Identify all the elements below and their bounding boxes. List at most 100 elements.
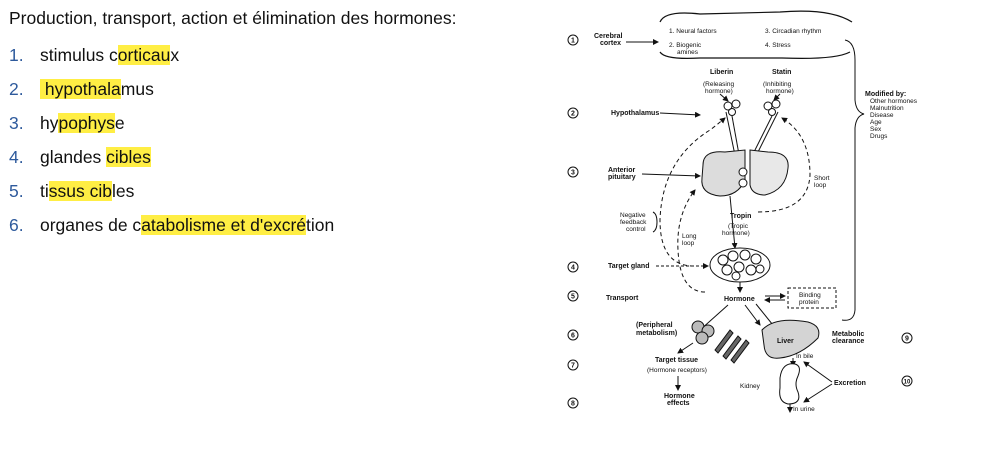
negative-feedback-path <box>677 189 706 293</box>
slide-title: Production, transport, action et élimina… <box>9 8 457 28</box>
modifier-item: Malnutrition <box>870 105 904 112</box>
step-marker-5: 5 <box>567 290 579 302</box>
short-loop-path <box>757 117 811 213</box>
negative-feedback-label-2: feedback <box>620 219 647 226</box>
liberin-sub: (Releasing <box>703 81 734 88</box>
tropin-sub: (Tropic <box>728 223 749 230</box>
svg-text:3: 3 <box>571 170 575 177</box>
list-text: les <box>111 181 135 201</box>
anterior-pituitary <box>701 149 746 197</box>
liver-label: Liver <box>777 338 794 345</box>
cortex-bottom-brace <box>659 51 851 59</box>
modifier-item: Other hormones <box>870 98 918 105</box>
metabolic-clearance-label-2: clearance <box>832 338 864 345</box>
step-marker-10: 10 <box>901 375 913 387</box>
kidney-organ <box>779 363 800 405</box>
step-marker-2: 2 <box>567 107 579 119</box>
list-item: 6.organes de catabolisme et d'excrétion <box>9 208 334 242</box>
modifier-item: Sex <box>870 126 882 133</box>
highlighted-text: hypothala <box>40 79 121 99</box>
stimulus-amines: amines <box>677 49 699 56</box>
hormone-effects-label-2: effects <box>667 400 690 407</box>
svg-text:7: 7 <box>571 363 575 370</box>
list-number: 4. <box>9 147 24 167</box>
svg-text:2: 2 <box>571 111 575 118</box>
highlighted-text: pophys <box>58 113 115 133</box>
peripheral-metabolism-label: (Peripheral <box>636 322 673 329</box>
long-loop-label-2: loop <box>682 240 695 247</box>
binding-protein-box <box>787 287 837 309</box>
list-item: 3.hypophyse <box>9 106 334 140</box>
modifier-item: Drugs <box>870 133 888 140</box>
in-bile-label: In bile <box>796 353 814 360</box>
modifiers-brace <box>841 39 865 321</box>
liver-organ <box>761 319 820 359</box>
liberin-sub-2: hormone) <box>705 88 733 95</box>
binding-protein-label: Binding <box>799 292 821 299</box>
binding-protein-label-2: protein <box>799 299 819 306</box>
anterior-pituitary-label: Anterior <box>608 167 636 174</box>
list-text: ti <box>40 181 49 201</box>
step-marker-3: 3 <box>567 166 579 178</box>
cortex-label-2: cortex <box>600 40 621 47</box>
list-text: x <box>170 45 180 65</box>
step-marker-1: 1 <box>567 34 579 46</box>
hypothalamus-label: Hypothalamus <box>611 110 659 117</box>
stimulus-stress: 4. Stress <box>765 42 791 49</box>
highlighted-text: cibles <box>106 147 151 167</box>
list-item: 2. hypothalamus <box>9 72 334 106</box>
highlighted-text: ssus cib <box>48 181 112 201</box>
step-marker-4: 4 <box>567 261 579 273</box>
hormone-effects-label: Hormone <box>664 393 695 400</box>
svg-text:10: 10 <box>904 380 911 386</box>
long-loop-label: Long <box>682 233 697 240</box>
modifier-item: Age <box>870 119 882 126</box>
svg-text:9: 9 <box>905 336 909 343</box>
list-number: 5. <box>9 181 24 201</box>
list-text: hy <box>40 113 59 133</box>
list-text: tion <box>306 215 335 235</box>
svg-text:6: 6 <box>571 333 575 340</box>
statin-label: Statin <box>772 69 791 76</box>
svg-text:1: 1 <box>571 38 575 45</box>
target-tissue-cells <box>714 329 750 364</box>
list-item: 1. stimulus corticaux <box>9 38 334 72</box>
target-gland-cells <box>709 247 771 283</box>
list-item: 5. tissus cibles <box>9 174 334 208</box>
metabolic-clearance-label: Metabolic <box>832 331 864 338</box>
list-text: stimulus c <box>40 45 118 65</box>
list-text: organes de c <box>40 215 142 235</box>
tropin-label: Tropin <box>730 213 751 220</box>
modifiers-list: Other hormonesMalnutritionDiseaseAgeSexD… <box>870 98 918 140</box>
hormone-receptors-label: (Hormone receptors) <box>647 367 707 374</box>
svg-text:4: 4 <box>571 265 575 272</box>
target-gland-label: Target gland <box>608 263 649 270</box>
list-number: 1. <box>9 45 24 65</box>
stimulus-neural: 1. Neural factors <box>669 28 717 35</box>
highlighted-text: orticau <box>117 45 171 65</box>
peripheral-cells <box>691 320 715 345</box>
posterior-pituitary <box>749 149 789 196</box>
step-marker-6: 6 <box>567 329 579 341</box>
short-loop-label: Short <box>814 175 830 182</box>
list-text: mus <box>120 79 154 99</box>
hormone-pathway-diagram: 1 2 3 4 5 6 7 8 9 10 Cerebral cortex 1. … <box>567 10 918 413</box>
tropin-sub-2: hormone) <box>722 230 750 237</box>
excretion-label: Excretion <box>834 380 866 387</box>
statin-sub-2: hormone) <box>766 88 794 95</box>
step-marker-9: 9 <box>901 332 913 344</box>
modifier-item: Disease <box>870 112 894 119</box>
liberin-label: Liberin <box>710 69 733 76</box>
step-marker-7: 7 <box>567 359 579 371</box>
short-loop-label-2: loop <box>814 182 827 189</box>
anterior-pituitary-label-2: pituitary <box>608 174 636 181</box>
kidney-label: Kidney <box>740 383 761 390</box>
step-marker-8: 8 <box>567 397 579 409</box>
statin-sub: (Inhibiting <box>763 81 792 88</box>
peripheral-metabolism-label-2: metabolism) <box>636 330 677 337</box>
cortex-label: Cerebral <box>594 33 622 40</box>
modified-by-title: Modified by: <box>865 91 906 98</box>
highlighted-text: atabolisme et d'excré <box>141 215 307 235</box>
stimulus-circadian: 3. Circadian rhythm <box>765 28 821 35</box>
